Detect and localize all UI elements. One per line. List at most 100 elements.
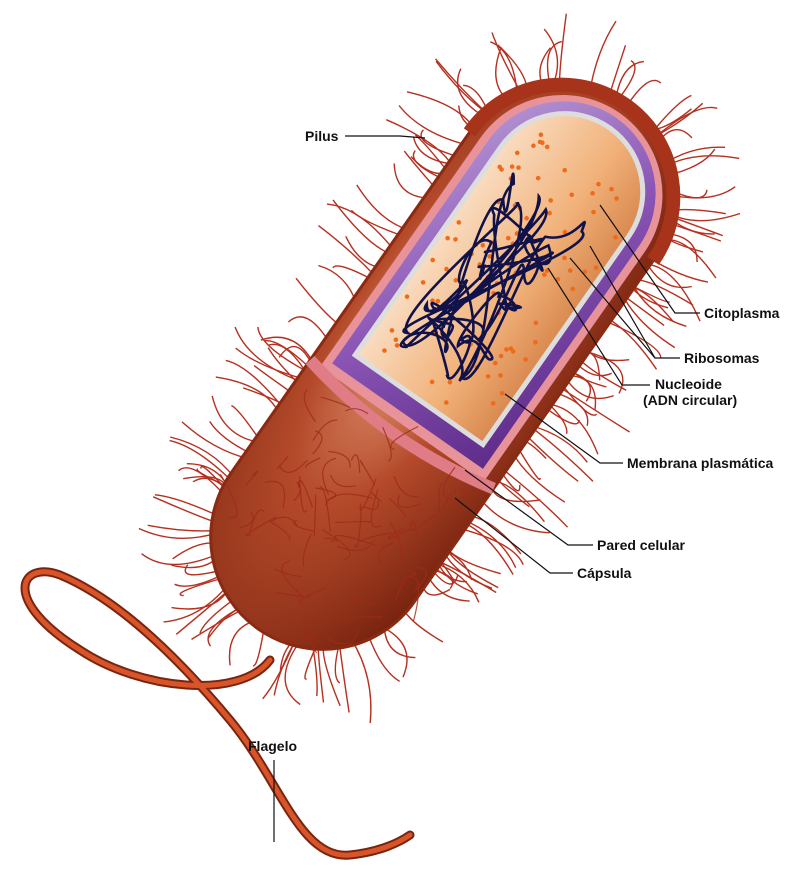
leader-citoplasma xyxy=(599,204,700,314)
pilus-hair xyxy=(337,616,383,627)
pilus-hair xyxy=(163,584,229,623)
pilus-hair xyxy=(530,424,588,463)
pilus-hair xyxy=(313,494,317,537)
pilus-hair xyxy=(324,493,373,506)
pilus-hair xyxy=(318,264,358,305)
pilus-hair xyxy=(179,576,225,597)
pilus-hair xyxy=(460,487,471,498)
pilus-hair xyxy=(209,421,253,455)
ribosome-dot xyxy=(510,349,516,354)
label-flagelo: Flagelo xyxy=(248,738,297,754)
ribosome-dot xyxy=(504,347,509,352)
pilus-hair xyxy=(269,520,291,541)
pilus-hair xyxy=(276,456,289,470)
pilus-hair xyxy=(225,359,285,409)
ribosome-dot xyxy=(404,294,410,299)
pilus-hair xyxy=(295,277,342,327)
ribosome-dot xyxy=(447,379,453,385)
ribosome-dot xyxy=(499,390,505,396)
ribosome-dot xyxy=(538,132,544,138)
ribosome-dot xyxy=(555,276,561,282)
pilus-hair xyxy=(330,474,357,488)
ribosome-dot xyxy=(506,235,511,241)
pilus-hair xyxy=(334,535,378,547)
pilus-hair xyxy=(228,619,257,666)
pilus-hair xyxy=(478,497,550,534)
pilus-hair xyxy=(312,430,323,455)
pilus-hair xyxy=(234,326,303,383)
pilus-hair xyxy=(273,639,297,696)
pilus-hair xyxy=(418,513,438,529)
ribosome-dot xyxy=(429,379,435,385)
flagellum-highlight xyxy=(22,569,413,858)
pilus-hair xyxy=(350,454,361,473)
pilus-hair xyxy=(171,587,231,610)
pilus-hair xyxy=(298,587,327,606)
ribosome-dot xyxy=(420,280,426,285)
label-capsula: Cápsula xyxy=(577,565,632,581)
label-pilus: Pilus xyxy=(305,128,339,144)
pilus-hair xyxy=(397,495,422,509)
pilus-hair xyxy=(305,615,318,654)
pilus-hair xyxy=(141,553,219,566)
pilus-hair xyxy=(305,457,321,469)
pilus-hair xyxy=(348,629,359,647)
pilus-hair xyxy=(500,467,569,528)
pilus-hair xyxy=(303,389,317,423)
pilus-hair xyxy=(315,487,337,501)
ribosome-dot xyxy=(533,339,538,345)
ribosome-dot xyxy=(544,268,550,273)
pilus-hair xyxy=(338,642,350,713)
label-adn-circular: (ADN circular) xyxy=(643,392,737,408)
leader-membrana xyxy=(504,393,623,464)
ribosome-dot xyxy=(582,269,588,274)
pilus-hair xyxy=(354,506,363,548)
pilus-hair xyxy=(394,575,407,602)
pilus-hair xyxy=(398,105,469,146)
pilus-hair xyxy=(356,184,409,231)
pilus-hair xyxy=(386,119,454,168)
pilus-hair xyxy=(273,568,302,578)
ribosome-dot xyxy=(435,298,441,304)
ribosome-dot xyxy=(444,266,449,272)
dna-strand xyxy=(399,172,586,382)
ribosome-dot xyxy=(524,215,529,221)
label-pared: Pared celular xyxy=(597,537,685,553)
ribosome-dot xyxy=(382,348,387,353)
ribosome-dot xyxy=(542,272,547,277)
pilus-hair xyxy=(276,592,312,598)
pilus-hair xyxy=(442,488,457,509)
ribosome-dot xyxy=(570,286,576,292)
pilus-hair xyxy=(191,607,245,640)
pilus-hair xyxy=(444,546,501,575)
ribosome-dot xyxy=(591,209,596,215)
ribosome-dot xyxy=(593,265,599,271)
ribosome-dot xyxy=(453,277,459,283)
label-citoplasma: Citoplasma xyxy=(704,305,780,321)
pilus-hair xyxy=(325,634,350,645)
leader-pilus xyxy=(345,135,426,139)
pilus-hair xyxy=(321,528,351,561)
ribosome-dot xyxy=(490,401,496,406)
pilus-hair xyxy=(215,376,281,415)
ribosome-dot xyxy=(394,343,400,348)
ribosome-dot xyxy=(562,229,568,235)
pilus-hair xyxy=(406,571,417,577)
ribosome-dot xyxy=(516,165,521,170)
capsule-rim xyxy=(463,77,681,265)
ribosome-dot xyxy=(569,192,575,198)
pilus-hair xyxy=(181,421,249,460)
ribosome-dot xyxy=(596,181,601,187)
pilus-hair xyxy=(458,527,524,566)
pilus-hair xyxy=(302,533,312,567)
ribosome-dot xyxy=(531,143,536,149)
pilus-hair xyxy=(438,483,443,515)
pilus-hair xyxy=(407,576,420,622)
pilus-hair xyxy=(319,486,331,533)
ribosome-dot xyxy=(567,268,573,273)
ribosome-dot xyxy=(609,186,614,192)
pilus-hair xyxy=(401,607,444,643)
pilus-hair xyxy=(334,520,372,524)
pilus-hair xyxy=(390,425,419,451)
ribosome-dot xyxy=(533,320,539,326)
